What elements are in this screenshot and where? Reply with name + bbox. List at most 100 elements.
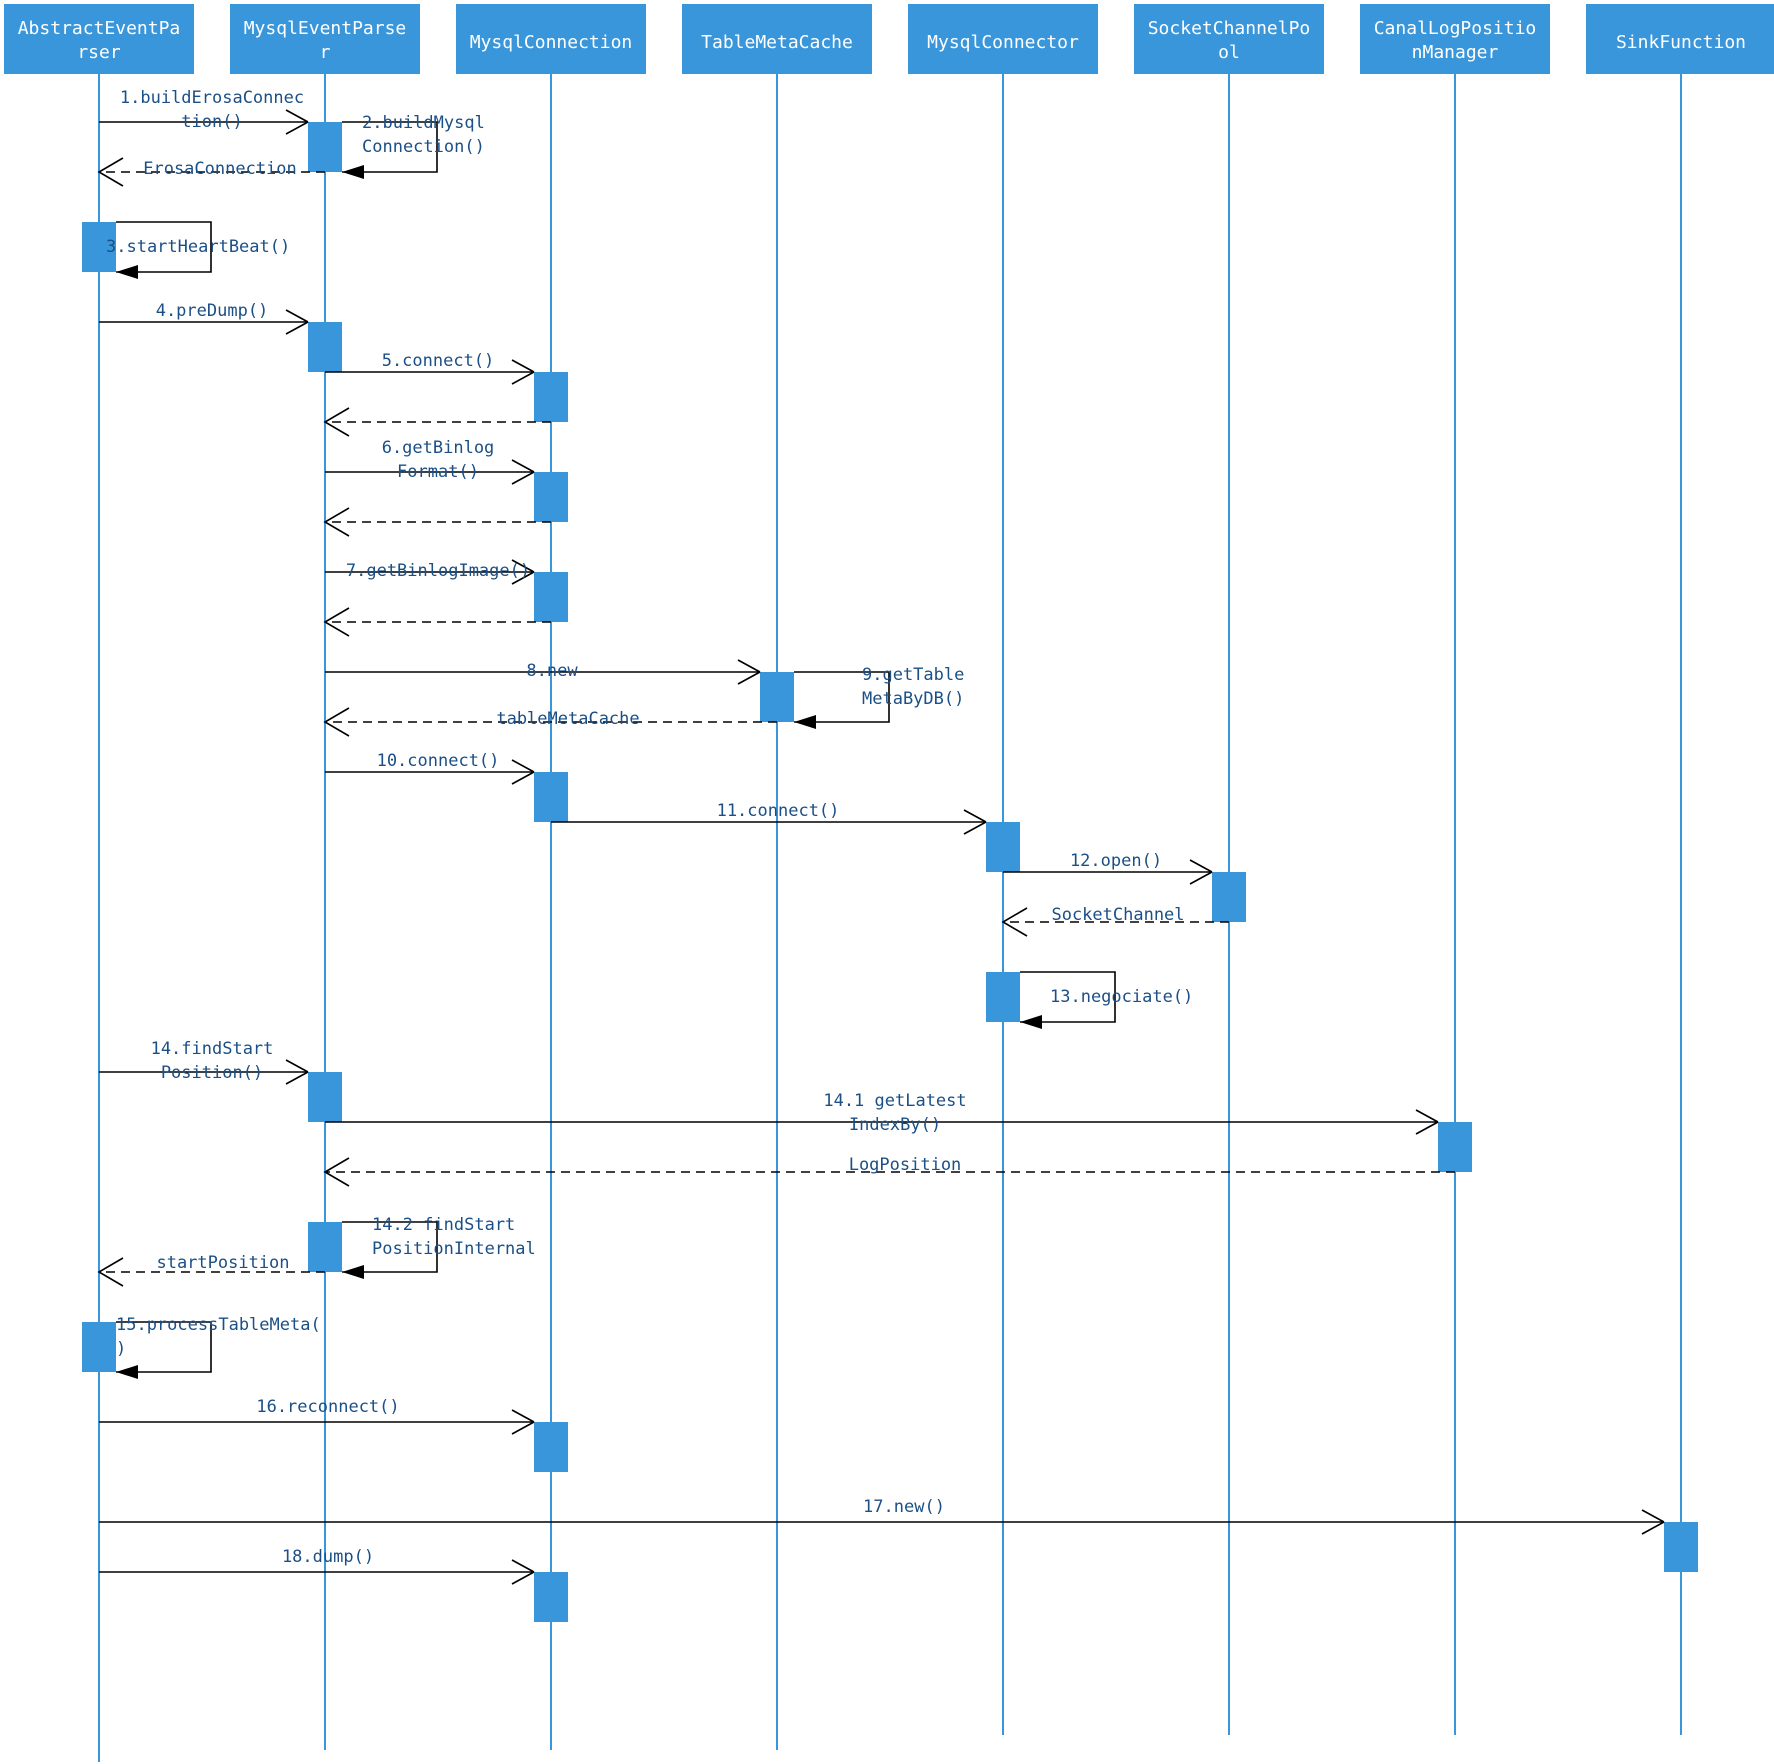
message-label: 13.negociate() xyxy=(1050,987,1193,1007)
self-call-arrow xyxy=(1020,971,1116,1023)
arrow-head xyxy=(323,707,350,737)
message-label: 12.open() xyxy=(1070,851,1162,871)
message-label: SocketChannel xyxy=(1051,905,1184,925)
arrow-head xyxy=(1020,1015,1042,1029)
message-label: 11.connect() xyxy=(717,801,840,821)
arrow-head xyxy=(342,165,364,179)
participant-name: MysqlConnection xyxy=(470,32,633,53)
participant-box xyxy=(4,4,194,74)
message-27: 17.new() xyxy=(99,1497,1665,1535)
message-15: 10.connect() xyxy=(325,751,535,785)
arrow-head xyxy=(1415,1121,1439,1135)
activation-bar xyxy=(534,372,568,422)
arrow-head xyxy=(285,1059,309,1073)
activation-bar xyxy=(534,572,568,622)
arrow-head xyxy=(1641,1509,1665,1523)
arrow-head xyxy=(511,1421,535,1435)
message-label: 4.preDump() xyxy=(156,301,269,321)
arrow-head xyxy=(1189,859,1213,873)
arrow-head xyxy=(511,559,535,573)
arrow-head xyxy=(511,471,535,485)
activation-bar xyxy=(534,1422,568,1472)
activation-bar xyxy=(1212,872,1246,922)
message-label: 16.reconnect() xyxy=(256,1397,399,1417)
message-label: tableMetaCache xyxy=(496,709,639,729)
self-call-arrow xyxy=(116,1321,212,1373)
activation-bar xyxy=(534,772,568,822)
message-6: 5.connect() xyxy=(325,351,535,385)
arrow-head xyxy=(285,121,309,135)
arrow-head xyxy=(285,1071,309,1085)
self-call-arrow xyxy=(794,671,890,723)
arrow-head xyxy=(511,571,535,585)
arrow-head xyxy=(511,759,535,773)
activation-bar xyxy=(82,1322,116,1372)
message-label: LogPosition xyxy=(849,1155,962,1175)
message-24: startPosition xyxy=(97,1253,325,1287)
participant-name: TableMetaCache xyxy=(701,32,853,53)
message-10: 7.getBinlogImage() xyxy=(325,559,535,585)
arrow-head xyxy=(116,265,138,279)
participant-name: SinkFunction xyxy=(1616,32,1746,53)
activation-bar xyxy=(986,822,1020,872)
arrow-head xyxy=(116,1365,138,1379)
self-call-arrow xyxy=(342,1221,438,1273)
arrow-head xyxy=(511,1409,535,1423)
participant-box xyxy=(1586,4,1774,74)
message-label: startPosition xyxy=(156,1253,289,1273)
message-16: 11.connect() xyxy=(551,801,987,835)
message-9 xyxy=(323,507,551,537)
participant-box xyxy=(908,4,1098,74)
arrow-head xyxy=(511,1559,535,1573)
arrow-head xyxy=(511,1571,535,1585)
message-19: 13.negociate() xyxy=(1020,971,1193,1029)
self-call-arrow xyxy=(342,121,438,173)
message-22: LogPosition xyxy=(323,1155,1455,1187)
message-12: 8.new xyxy=(325,659,761,685)
arrow-head xyxy=(737,659,761,673)
message-5: 4.preDump() xyxy=(99,301,309,335)
message-4: 3.startHeartBeat() xyxy=(106,221,290,279)
arrow-head xyxy=(323,1157,350,1187)
participant-p3: TableMetaCache xyxy=(682,4,872,74)
message-label: ErosaConnection xyxy=(143,159,297,179)
self-call-arrow xyxy=(116,221,212,273)
message-28: 18.dump() xyxy=(99,1547,535,1585)
arrow-head xyxy=(285,321,309,335)
activation-bar xyxy=(308,1222,342,1272)
message-7 xyxy=(323,407,551,437)
activation-bar xyxy=(986,972,1020,1022)
participant-box xyxy=(230,4,420,74)
arrow-head xyxy=(794,715,816,729)
participant-box xyxy=(1134,4,1324,74)
message-17: 12.open() xyxy=(1003,851,1213,885)
message-label: 18.dump() xyxy=(282,1547,374,1567)
activation-bar xyxy=(82,222,116,272)
arrow-head xyxy=(1001,907,1028,937)
message-label: 3.startHeartBeat() xyxy=(106,237,290,257)
participant-p7: SinkFunction xyxy=(1586,4,1774,74)
message-3: ErosaConnection xyxy=(97,157,325,187)
arrow-head xyxy=(323,407,350,437)
arrow-head xyxy=(285,309,309,323)
participant-name: MysqlConnector xyxy=(927,32,1079,53)
